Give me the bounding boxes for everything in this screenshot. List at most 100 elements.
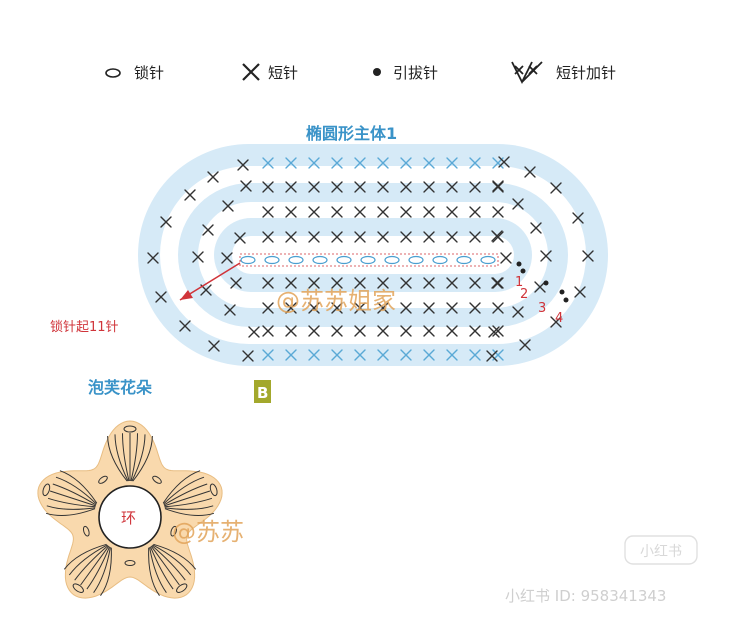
single-crochet-mark xyxy=(308,302,320,314)
single-crochet-mark xyxy=(207,171,219,183)
single-crochet-mark xyxy=(500,252,512,264)
start-annotation: 锁针起11针 xyxy=(50,262,241,335)
puff-stitch-line xyxy=(49,490,96,507)
slip-dot xyxy=(520,268,526,274)
flower-badge: B xyxy=(254,380,271,403)
puff-stitch-line xyxy=(153,543,197,570)
puff-stitch-cluster xyxy=(162,470,218,517)
single-crochet-mark xyxy=(308,206,320,218)
single-crochet-mark xyxy=(354,277,366,289)
oval-title: 椭圆形主体1 xyxy=(306,124,397,143)
single-crochet-mark xyxy=(423,325,435,337)
single-crochet-mark xyxy=(285,181,297,193)
start-note: 锁针起11针 xyxy=(50,319,119,335)
puff-stitch-line xyxy=(163,483,208,506)
single-crochet-mark xyxy=(262,231,274,243)
chain-stitch xyxy=(209,483,218,497)
single-crochet-mark xyxy=(550,182,562,194)
single-crochet-mark xyxy=(285,157,297,169)
single-crochet-mark xyxy=(492,302,504,314)
puff-stitch-line xyxy=(149,547,167,593)
single-crochet-mark xyxy=(308,231,320,243)
single-crochet-mark xyxy=(262,302,274,314)
chain-stitch xyxy=(264,255,280,265)
platform-badge-label: 小红书 xyxy=(640,544,682,560)
single-crochet-mark xyxy=(530,222,542,234)
legend-slip: 引拔针 xyxy=(373,64,438,82)
single-crochet-mark xyxy=(469,231,481,243)
platform-badge xyxy=(624,535,698,565)
single-crochet-mark xyxy=(179,320,191,332)
single-crochet-mark xyxy=(262,206,274,218)
single-crochet-mark xyxy=(331,277,343,289)
single-crochet-mark xyxy=(331,349,343,361)
puff-stitch-cluster xyxy=(63,543,112,596)
single-crochet-mark xyxy=(469,157,481,169)
single-crochet-mark xyxy=(208,340,220,352)
oval-chart: 1 2 3 4 @苏苏姐家 锁针起11针 xyxy=(50,144,608,366)
chain-stitch xyxy=(336,255,352,265)
chain-stitch xyxy=(152,475,162,484)
flower-title: 泡芙花朵 xyxy=(88,378,152,397)
single-crochet-mark xyxy=(486,350,498,362)
single-crochet-mark xyxy=(446,206,458,218)
single-crochet-mark xyxy=(423,302,435,314)
chain-stitch xyxy=(360,255,376,265)
single-crochet-mark xyxy=(469,206,481,218)
puff-stitch-line xyxy=(107,435,128,482)
single-crochet-mark xyxy=(221,252,233,264)
puff-stitch-line xyxy=(164,490,211,507)
single-crochet-mark xyxy=(354,206,366,218)
start-arrow-head xyxy=(180,290,193,300)
single-crochet-mark xyxy=(492,181,504,193)
flower-center-ring xyxy=(98,485,162,549)
single-crochet-mark xyxy=(423,206,435,218)
single-crochet-mark xyxy=(446,349,458,361)
single-crochet-mark xyxy=(331,325,343,337)
single-crochet-mark xyxy=(469,277,481,289)
single-crochet-mark xyxy=(354,302,366,314)
single-crochet-mark xyxy=(377,206,389,218)
single-crochet-mark xyxy=(519,339,531,351)
single-crochet-mark xyxy=(331,157,343,169)
puff-stitch-line xyxy=(151,545,186,581)
flower-watermark: @苏苏 xyxy=(172,518,244,546)
single-crochet-mark xyxy=(423,231,435,243)
puff-stitch-cluster xyxy=(148,543,197,596)
single-crochet-mark xyxy=(377,349,389,361)
legend: 锁针 短针 引拔针 短针加针 xyxy=(105,61,616,85)
single-crochet-mark xyxy=(550,316,562,328)
single-crochet-mark xyxy=(469,349,481,361)
foundation-chain xyxy=(239,253,499,267)
single-crochet-mark xyxy=(354,181,366,193)
chain-stitch xyxy=(176,583,188,593)
puff-stitch-cluster xyxy=(42,470,98,517)
chain-stitch xyxy=(384,255,400,265)
single-crochet-mark xyxy=(400,206,412,218)
puff-stitch-line xyxy=(149,546,174,590)
chain-stitch xyxy=(240,255,256,265)
single-crochet-mark xyxy=(492,206,504,218)
single-crochet-mark xyxy=(285,302,297,314)
single-crochet-mark xyxy=(446,302,458,314)
single-crochet-mark xyxy=(240,180,252,192)
puff-stitch-line xyxy=(68,544,108,576)
round-number: 1 xyxy=(515,275,523,290)
single-crochet-mark xyxy=(308,277,320,289)
petal-stitches xyxy=(42,425,218,596)
single-crochet-mark xyxy=(354,231,366,243)
oval-watermark: @苏苏姐家 xyxy=(276,287,396,315)
single-crochet-mark xyxy=(224,304,236,316)
single-crochet-mark xyxy=(230,277,242,289)
single-crochet-mark xyxy=(262,157,274,169)
single-crochet-mark xyxy=(400,181,412,193)
puff-stitch-line xyxy=(131,434,146,482)
chain-stitch xyxy=(288,255,304,265)
single-crochet-mark xyxy=(234,232,246,244)
single-crochet-mark xyxy=(308,325,320,337)
legend-label-slip: 引拔针 xyxy=(393,64,438,82)
single-crochet-mark xyxy=(160,216,172,228)
side-stitches xyxy=(147,156,594,362)
slip-stitch-icon xyxy=(373,68,381,76)
